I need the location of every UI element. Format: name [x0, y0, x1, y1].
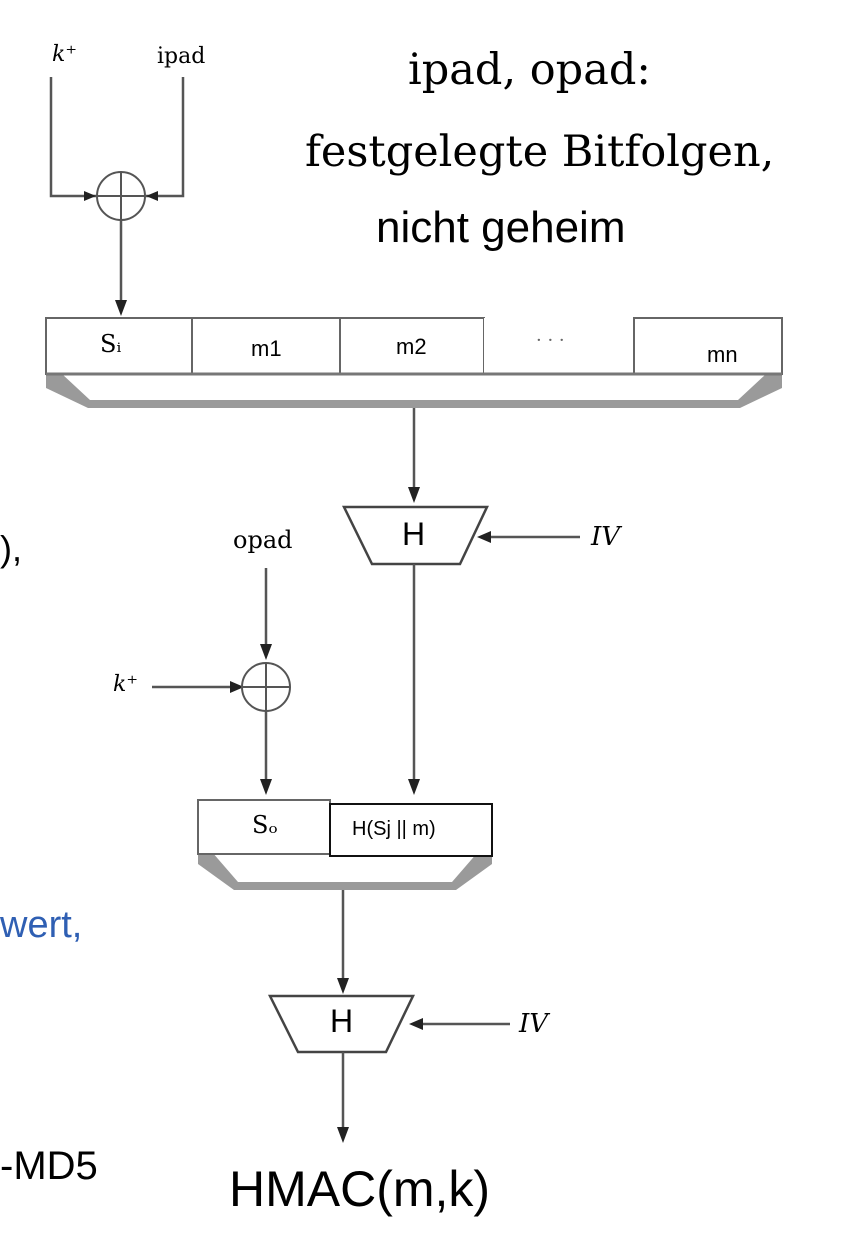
si-label: Sᵢ — [100, 330, 122, 358]
inner-hash-section — [341, 505, 580, 795]
mn-cell — [633, 317, 783, 375]
arrowhead — [146, 191, 158, 201]
note-line-3: nicht geheim — [376, 203, 626, 252]
inner-hash-cell — [329, 803, 493, 857]
ellipsis: · · · — [536, 330, 565, 351]
m2-label: m2 — [396, 334, 427, 359]
outer-message-block — [197, 799, 493, 994]
ipad-line — [146, 77, 185, 198]
arrowhead — [260, 779, 272, 795]
iv-outer-label: IV — [519, 1009, 549, 1039]
inner-hash-cell-label: H(Sj || m) — [352, 818, 436, 840]
ipad-label: ipad — [157, 44, 206, 69]
note-line-1: ipad, opad: — [408, 45, 651, 95]
inner-hash-trapezoid — [341, 505, 489, 566]
cropped-paren-fragment: ), — [0, 528, 22, 569]
cropped-md5-fragment: -MD5 — [0, 1144, 98, 1188]
iv-inner-label: IV — [591, 522, 621, 552]
m1-cell — [191, 317, 341, 375]
h-inner-label: H — [402, 516, 426, 552]
dots-cell — [484, 318, 634, 374]
arrowhead — [477, 531, 491, 543]
so-label: Sₒ — [252, 811, 278, 839]
arrowhead — [230, 681, 244, 693]
arrowhead — [409, 1018, 423, 1030]
h-outer-label: H — [330, 1003, 354, 1039]
outer-hash-trapezoid — [267, 994, 415, 1054]
k-plus-line — [49, 77, 96, 198]
k-plus-label-mid: k⁺ — [113, 672, 138, 697]
m1-label: m1 — [251, 336, 282, 361]
arrowhead — [337, 1127, 349, 1143]
hmac-output-label: HMAC(m,k) — [229, 1161, 491, 1217]
inner-message-block — [45, 317, 783, 503]
opad-xor-section — [152, 568, 291, 795]
note-line-2: festgelegte Bitfolgen, — [305, 127, 775, 177]
cropped-wert-fragment: wert, — [0, 904, 83, 946]
ipad-xor-section — [49, 77, 185, 316]
arrowhead — [260, 644, 272, 660]
arrowhead — [84, 191, 96, 201]
so-cell — [197, 799, 331, 855]
opad-label: opad — [233, 526, 293, 554]
arrowhead — [115, 300, 127, 316]
arrowhead — [337, 978, 349, 994]
mn-label: mn — [707, 342, 738, 367]
arrowhead — [408, 779, 420, 795]
k-plus-label-top: k⁺ — [52, 42, 77, 67]
outer-hash-section — [267, 994, 510, 1143]
arrowhead — [408, 487, 420, 503]
